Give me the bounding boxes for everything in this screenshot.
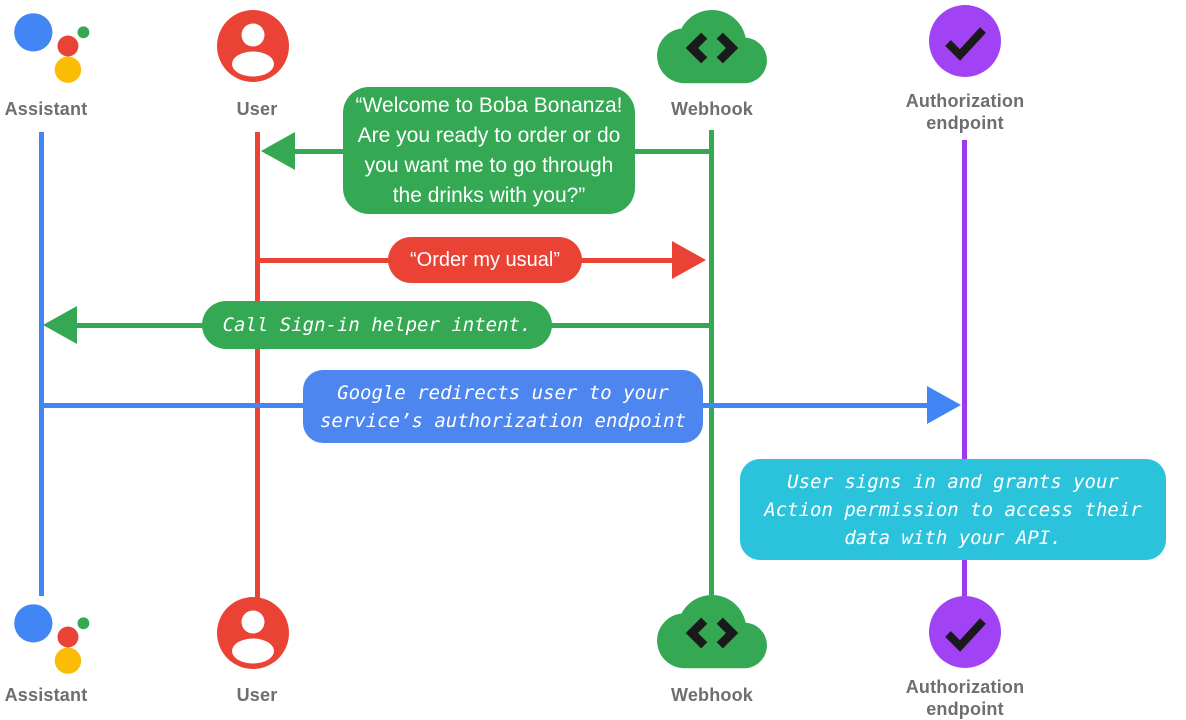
bubble-text-line: data with your API.: [844, 526, 1062, 549]
signin-grant-note-bubble: User signs in and grants your Action per…: [740, 459, 1166, 560]
bubble-text-line: Google redirects user to your: [337, 381, 669, 404]
actor-label-webhook: Webhook: [670, 99, 754, 119]
arrow-redirect-head-icon: [927, 386, 961, 424]
bubble-text-line: Call Sign-in helper intent.: [222, 314, 532, 336]
bubble-text-line: you want me to go through: [364, 153, 614, 177]
code-icon: [685, 32, 739, 64]
user-icon: [217, 597, 289, 674]
lifeline-webhook: [709, 130, 714, 595]
arrow-order-head-icon: [672, 241, 706, 279]
google-assistant-icon: [8, 5, 96, 92]
bubble-text-line: service’s authorization endpoint: [319, 409, 687, 432]
lifeline-user: [255, 132, 260, 598]
user-icon: [217, 10, 289, 87]
actor-label-user: User: [236, 99, 278, 119]
bubble-text-line: “Order my usual”: [409, 248, 561, 271]
authorization-check-icon: [929, 5, 1001, 82]
actor-label-webhook: Webhook: [670, 685, 754, 705]
welcome-message-bubble: “Welcome to Boba Bonanza! Are you ready …: [343, 87, 635, 214]
actor-label-assistant: Assistant: [4, 685, 88, 705]
order-message-bubble: “Order my usual”: [388, 237, 582, 283]
redirect-message-bubble: Google redirects user to your service’s …: [303, 370, 703, 443]
lifeline-authorization-endpoint: [962, 140, 967, 596]
bubble-text-line: “Welcome to Boba Bonanza!: [355, 93, 623, 117]
bubble-text-line: the drinks with you?”: [392, 183, 586, 207]
lifeline-assistant: [39, 132, 44, 596]
bubble-text-line: Are you ready to order or do: [357, 123, 621, 147]
webhook-cloud-icon: [657, 10, 767, 91]
code-icon: [685, 617, 739, 649]
actor-label-assistant: Assistant: [4, 99, 88, 119]
label-line: endpoint: [926, 699, 1004, 719]
actor-label-user: User: [236, 685, 278, 705]
arrow-signin-head-icon: [43, 306, 77, 344]
bubble-text-line: User signs in and grants your: [787, 470, 1119, 493]
authorization-check-icon: [929, 596, 1001, 673]
webhook-cloud-icon: [657, 595, 767, 676]
label-line: Authorization: [905, 91, 1025, 111]
arrow-welcome-head-icon: [261, 132, 295, 170]
bubble-text-line: Action permission to access their: [764, 498, 1142, 521]
label-line: Authorization: [905, 677, 1025, 697]
label-line: endpoint: [926, 113, 1004, 133]
signin-intent-bubble: Call Sign-in helper intent.: [202, 301, 552, 349]
actor-label-authorization-endpoint: Authorization endpoint: [900, 90, 1030, 134]
google-assistant-icon: [8, 596, 96, 683]
actor-label-authorization-endpoint: Authorization endpoint: [900, 676, 1030, 720]
